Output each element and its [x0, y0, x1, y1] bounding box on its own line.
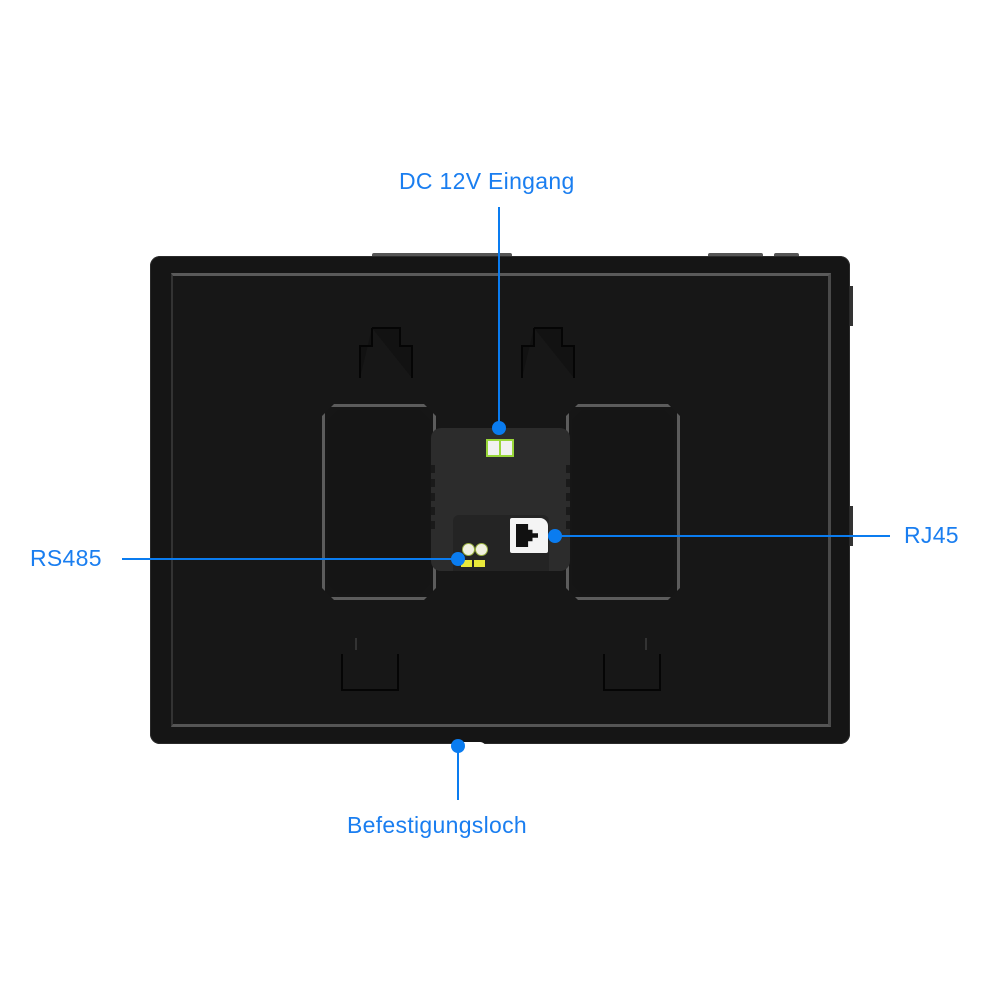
rj45-leader-line — [555, 535, 890, 537]
connector-module — [431, 428, 570, 571]
rj45-marker — [548, 529, 562, 543]
rs485-label: RS485 — [30, 545, 102, 571]
rj45-port — [510, 518, 548, 553]
rs485-indicator — [475, 543, 488, 556]
intercom-back-panel — [150, 253, 853, 748]
vent — [566, 493, 570, 501]
rs485-leader-line — [122, 558, 458, 560]
dc-input-leader-line — [498, 207, 500, 428]
top-edge-detail — [372, 253, 512, 256]
vent — [431, 493, 435, 501]
right-mounting-pad — [566, 404, 680, 600]
mounting-hole-marker — [451, 739, 465, 753]
vent — [566, 507, 570, 515]
mounting-hole-leader-line — [457, 746, 459, 800]
vent — [566, 521, 570, 529]
dc-input-label: DC 12V Eingang — [399, 168, 575, 194]
vent — [566, 465, 570, 473]
left-mounting-pad — [322, 404, 436, 600]
vent — [431, 465, 435, 473]
rs485-indicator — [462, 543, 475, 556]
rj45-label: RJ45 — [904, 522, 959, 548]
upper-right-keyhole — [521, 327, 575, 378]
top-edge-button — [708, 253, 763, 256]
lower-left-slot — [341, 638, 399, 691]
side-edge-detail — [850, 506, 853, 546]
rs485-marker — [451, 552, 465, 566]
mounting-hole-label: Befestigungsloch — [347, 812, 527, 838]
vent — [431, 479, 435, 487]
rs485-terminal — [474, 560, 485, 567]
lower-right-slot — [603, 638, 661, 691]
upper-left-keyhole — [359, 327, 413, 378]
top-edge-button — [774, 253, 799, 256]
dc-input-marker — [492, 421, 506, 435]
rs485-terminal — [461, 560, 472, 567]
dc-12v-terminal — [486, 439, 514, 457]
vent — [431, 507, 435, 515]
vent — [431, 521, 435, 529]
vent — [566, 479, 570, 487]
side-edge-detail — [850, 286, 853, 326]
mounting-hole-notch — [450, 742, 486, 748]
